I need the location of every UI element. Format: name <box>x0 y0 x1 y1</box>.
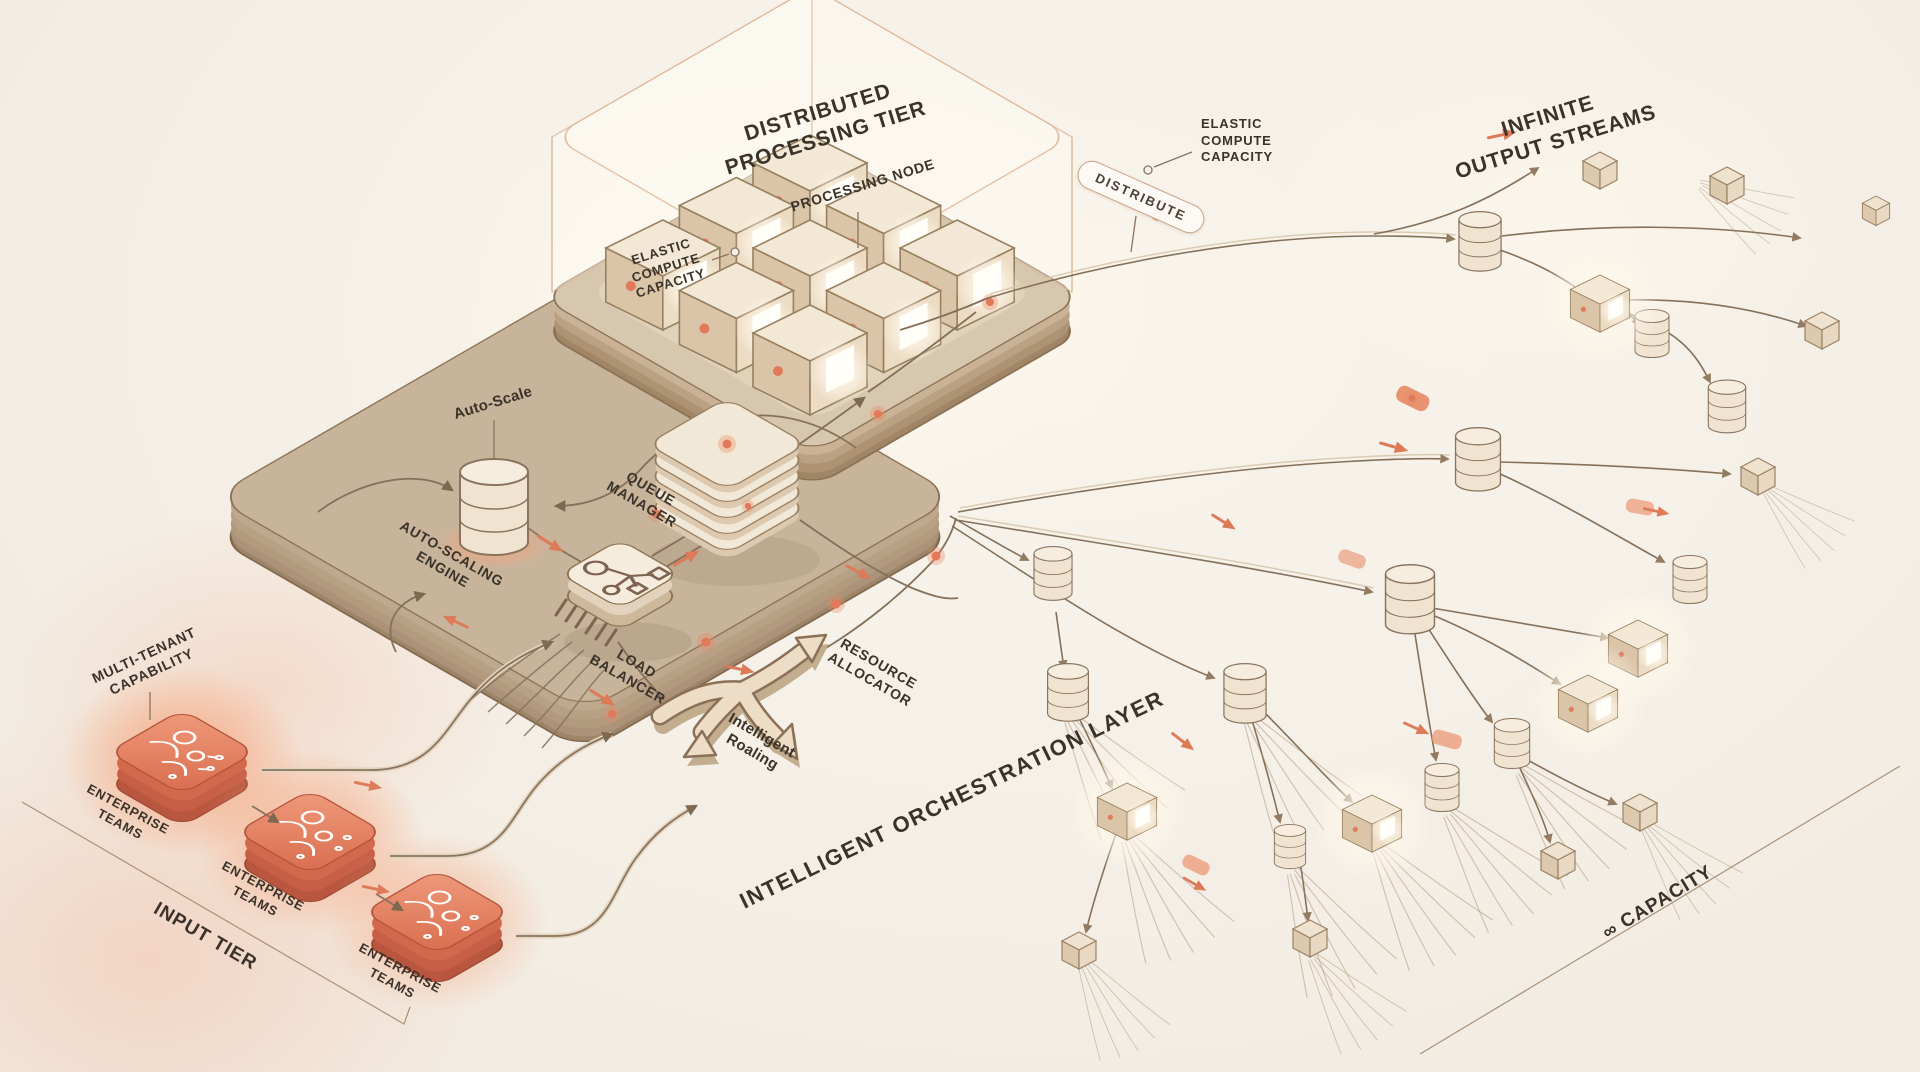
input-tier-bracket <box>21 801 411 1025</box>
team-icon <box>149 730 224 780</box>
chip-pins <box>554 598 618 647</box>
processing-node-grid <box>604 134 1021 423</box>
network-icon <box>582 560 672 596</box>
auto-scaling-engine-node <box>436 458 552 569</box>
queue-manager-stack <box>646 397 820 586</box>
input-wires <box>251 639 699 939</box>
capacity-bracket <box>1419 765 1901 1055</box>
input-tier-group <box>62 633 699 1012</box>
balancer-bundle <box>469 633 609 749</box>
resource-allocator-arrow <box>650 633 829 768</box>
enterprise-cube-3 <box>325 832 549 1012</box>
annotation-leaders <box>21 151 1901 1055</box>
elastic-capacity-right-label: ELASTIC COMPUTE CAPACITY <box>1201 116 1273 165</box>
enterprise-cube-1 <box>62 665 302 855</box>
load-balancer-chip <box>554 543 692 662</box>
